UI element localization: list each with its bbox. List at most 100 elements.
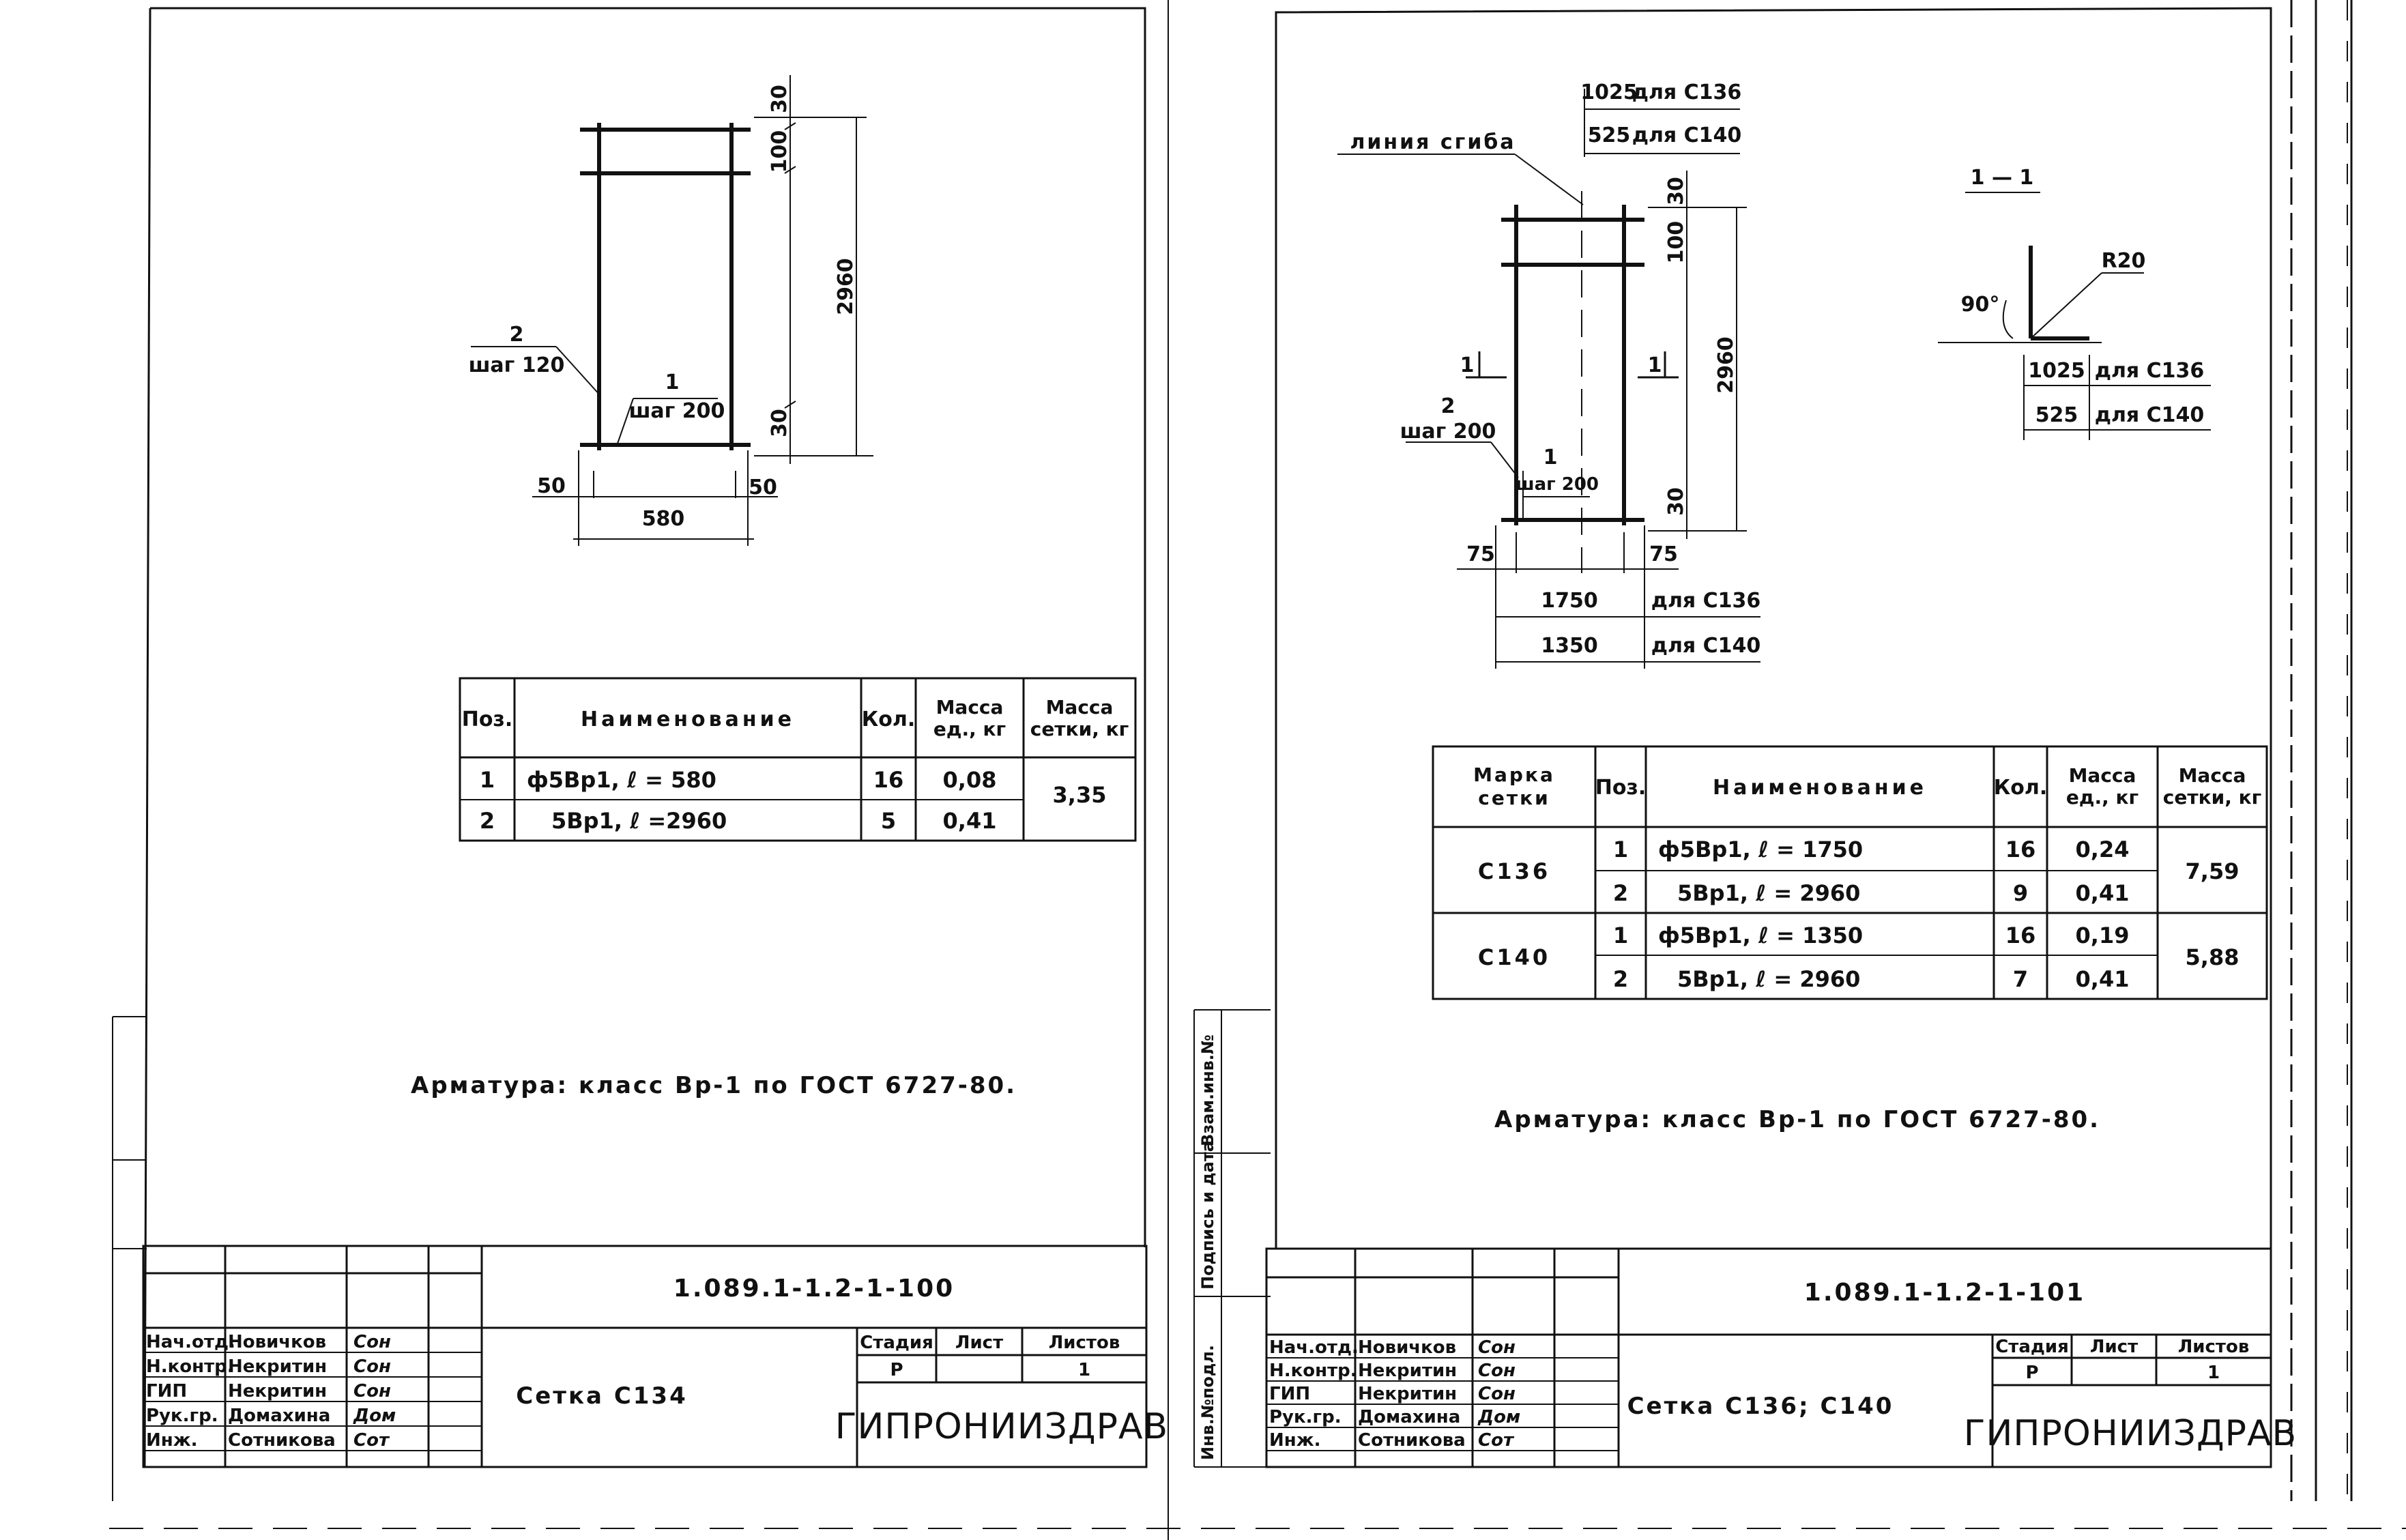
bend-line-label: линия сгиба: [1350, 130, 1516, 154]
r-dim-right-75: 75: [1649, 542, 1678, 566]
mesh-total-mass: 3,35: [1053, 782, 1107, 808]
reinforcement-note: Арматура: класс Вр-1 по ГОСТ 6727-80.: [411, 1072, 1017, 1099]
signature-3: Сон: [353, 1381, 391, 1401]
section-title: 1 — 1: [1971, 166, 2034, 190]
r-col-total-header: Масса сетки, кг: [2162, 764, 2262, 809]
person-4: Домахина: [228, 1406, 330, 1426]
sec-dim-c136: для С136: [2095, 359, 2205, 383]
role-5: Инж.: [146, 1430, 197, 1451]
c136-row1-mass: 0,24: [2076, 837, 2130, 862]
r-organization-name: ГИПРОНИИЗДРАВ: [1964, 1413, 2297, 1454]
right-frame: [1275, 7, 2272, 1467]
r-signature-1: Сон: [1478, 1337, 1516, 1358]
r-pos2-label: 2: [1441, 394, 1455, 418]
role-2: Н.контр.: [146, 1356, 234, 1377]
c136-row2-mass: 0,41: [2076, 880, 2130, 906]
c140-row2-name: 5Вр1, ℓ = 2960: [1677, 966, 1860, 992]
r-sheet-label: Лист: [2090, 1337, 2138, 1357]
left-frame-edge: [143, 8, 151, 1468]
r-role-4: Рук.гр.: [1269, 1407, 1342, 1427]
r-dim-bottom-30: 30: [1664, 487, 1688, 516]
row1-pos: 1: [480, 767, 495, 793]
r-drawing-name: Сетка С136; С140: [1627, 1393, 1894, 1420]
sec-dim-c140: для С140: [2095, 403, 2205, 427]
top-dim-525: 525: [1588, 124, 1631, 147]
r-col-qty-header: Кол.: [1994, 776, 2048, 800]
r-dim-2960: 2960: [1714, 336, 1738, 394]
mesh-c136-c140-drawing: 1025 для С136 525 для С140 линия сгиба 3…: [1337, 81, 1760, 669]
role-3: ГИП: [146, 1381, 187, 1401]
row2-qty: 5: [881, 808, 896, 834]
dim-1350-c140: для С140: [1651, 634, 1761, 658]
c136-row2-pos: 2: [1613, 880, 1628, 906]
r-pos2-step: шаг 200: [1400, 420, 1496, 444]
spec-table-c136-c140: Марка сетки Поз. Наименование Кол. Масса…: [1432, 745, 2268, 1000]
r-person-2: Некритин: [1358, 1361, 1457, 1381]
dim-top-30: 30: [768, 85, 792, 113]
row2-pos: 2: [480, 808, 495, 834]
r-col-name-header: Наименование: [1713, 776, 1927, 800]
c140-total-mass: 5,88: [2186, 944, 2240, 970]
cut-mark-right: 1: [1648, 353, 1662, 377]
r-signature-4: Дом: [1477, 1407, 1520, 1427]
top-dim-c140: для С140: [1632, 124, 1742, 147]
right-sheet: Инв.№подл. Подпись и дата Взам.инв.№ 102…: [109, 0, 2406, 1529]
row1-name: ф5Вр1, ℓ = 580: [527, 767, 716, 793]
col-pos-header: Поз.: [462, 708, 513, 731]
mark-c140: С140: [1478, 944, 1550, 970]
r-stage-value: Р: [2025, 1363, 2038, 1383]
spec-table-c134: Поз. Наименование Кол. Масса ед., кг Мас…: [459, 677, 1137, 842]
dim-100: 100: [768, 130, 792, 173]
r-dim-top-30: 30: [1664, 177, 1688, 205]
title-block-left: 1.089.1-1.2-1-100 Сетка С134 Стадия Лист…: [142, 1245, 1168, 1468]
r-role-5: Инж.: [1269, 1430, 1320, 1451]
r-pos1-label: 1: [1543, 446, 1558, 469]
col-name-header: Наименование: [581, 708, 795, 731]
r-signature-2: Сон: [1478, 1361, 1516, 1381]
r-col-mark-header: Марка сетки: [1473, 764, 1555, 809]
top-dim-c136: для С136: [1632, 81, 1742, 104]
row1-qty: 16: [873, 767, 904, 793]
r-person-3: Некритин: [1358, 1384, 1457, 1404]
person-1: Новичков: [228, 1332, 326, 1352]
row2-name: 5Вр1, ℓ =2960: [551, 808, 727, 834]
r-role-2: Н.контр.: [1269, 1361, 1357, 1381]
pos1-label: 1: [665, 371, 680, 394]
stage-value: Р: [890, 1360, 903, 1380]
r-signature-3: Сон: [1478, 1384, 1516, 1404]
c140-row1-pos: 1: [1613, 922, 1628, 948]
angle-label: 90°: [1961, 293, 2000, 317]
r-role-3: ГИП: [1269, 1384, 1310, 1404]
drawing-name: Сетка С134: [516, 1382, 688, 1410]
drawing-code: 1.089.1-1.2-1-100: [673, 1275, 955, 1303]
title-block-right: 1.089.1-1.2-1-101 Сетка С136; С140 Стади…: [1265, 1247, 2297, 1468]
c140-row1-mass: 0,19: [2076, 922, 2130, 948]
c136-row2-qty: 9: [2013, 880, 2028, 906]
pos1-step: шаг 200: [629, 399, 725, 423]
c136-total-mass: 7,59: [2186, 858, 2240, 884]
signature-4: Дом: [353, 1406, 396, 1426]
c136-row1-name: ф5Вр1, ℓ = 1750: [1658, 837, 1863, 862]
r-person-4: Домахина: [1358, 1407, 1460, 1427]
dim-width-580: 580: [642, 507, 685, 531]
r-stage-label: Стадия: [1995, 1337, 2069, 1357]
top-dim-1025: 1025: [1580, 81, 1638, 104]
sec-dim-1025: 1025: [2028, 359, 2085, 383]
cut-mark-left: 1: [1460, 353, 1475, 377]
r-reinforcement-note: Арматура: класс Вр-1 по ГОСТ 6727-80.: [1494, 1106, 2100, 1133]
dim-2960: 2960: [834, 258, 858, 315]
organization-name: ГИПРОНИИЗДРАВ: [835, 1406, 1168, 1447]
sheets-value: 1: [1078, 1360, 1090, 1380]
c136-row1-pos: 1: [1613, 837, 1628, 862]
r-sheets-value: 1: [2207, 1363, 2220, 1383]
left-sheet: 30 100 2960 30 50 50 580 2 шаг 120 1 шаг…: [112, 0, 1169, 1540]
pos2-step: шаг 120: [469, 353, 565, 377]
col-mass-header: Масса ед., кг: [933, 696, 1006, 740]
r-pos1-step: шаг 200: [1516, 474, 1599, 495]
c140-row2-qty: 7: [2013, 966, 2028, 992]
mark-c136: С136: [1478, 858, 1550, 884]
sheet-label: Лист: [955, 1333, 1003, 1353]
c136-row1-qty: 16: [2005, 837, 2036, 862]
c140-row1-name: ф5Вр1, ℓ = 1350: [1658, 922, 1863, 948]
